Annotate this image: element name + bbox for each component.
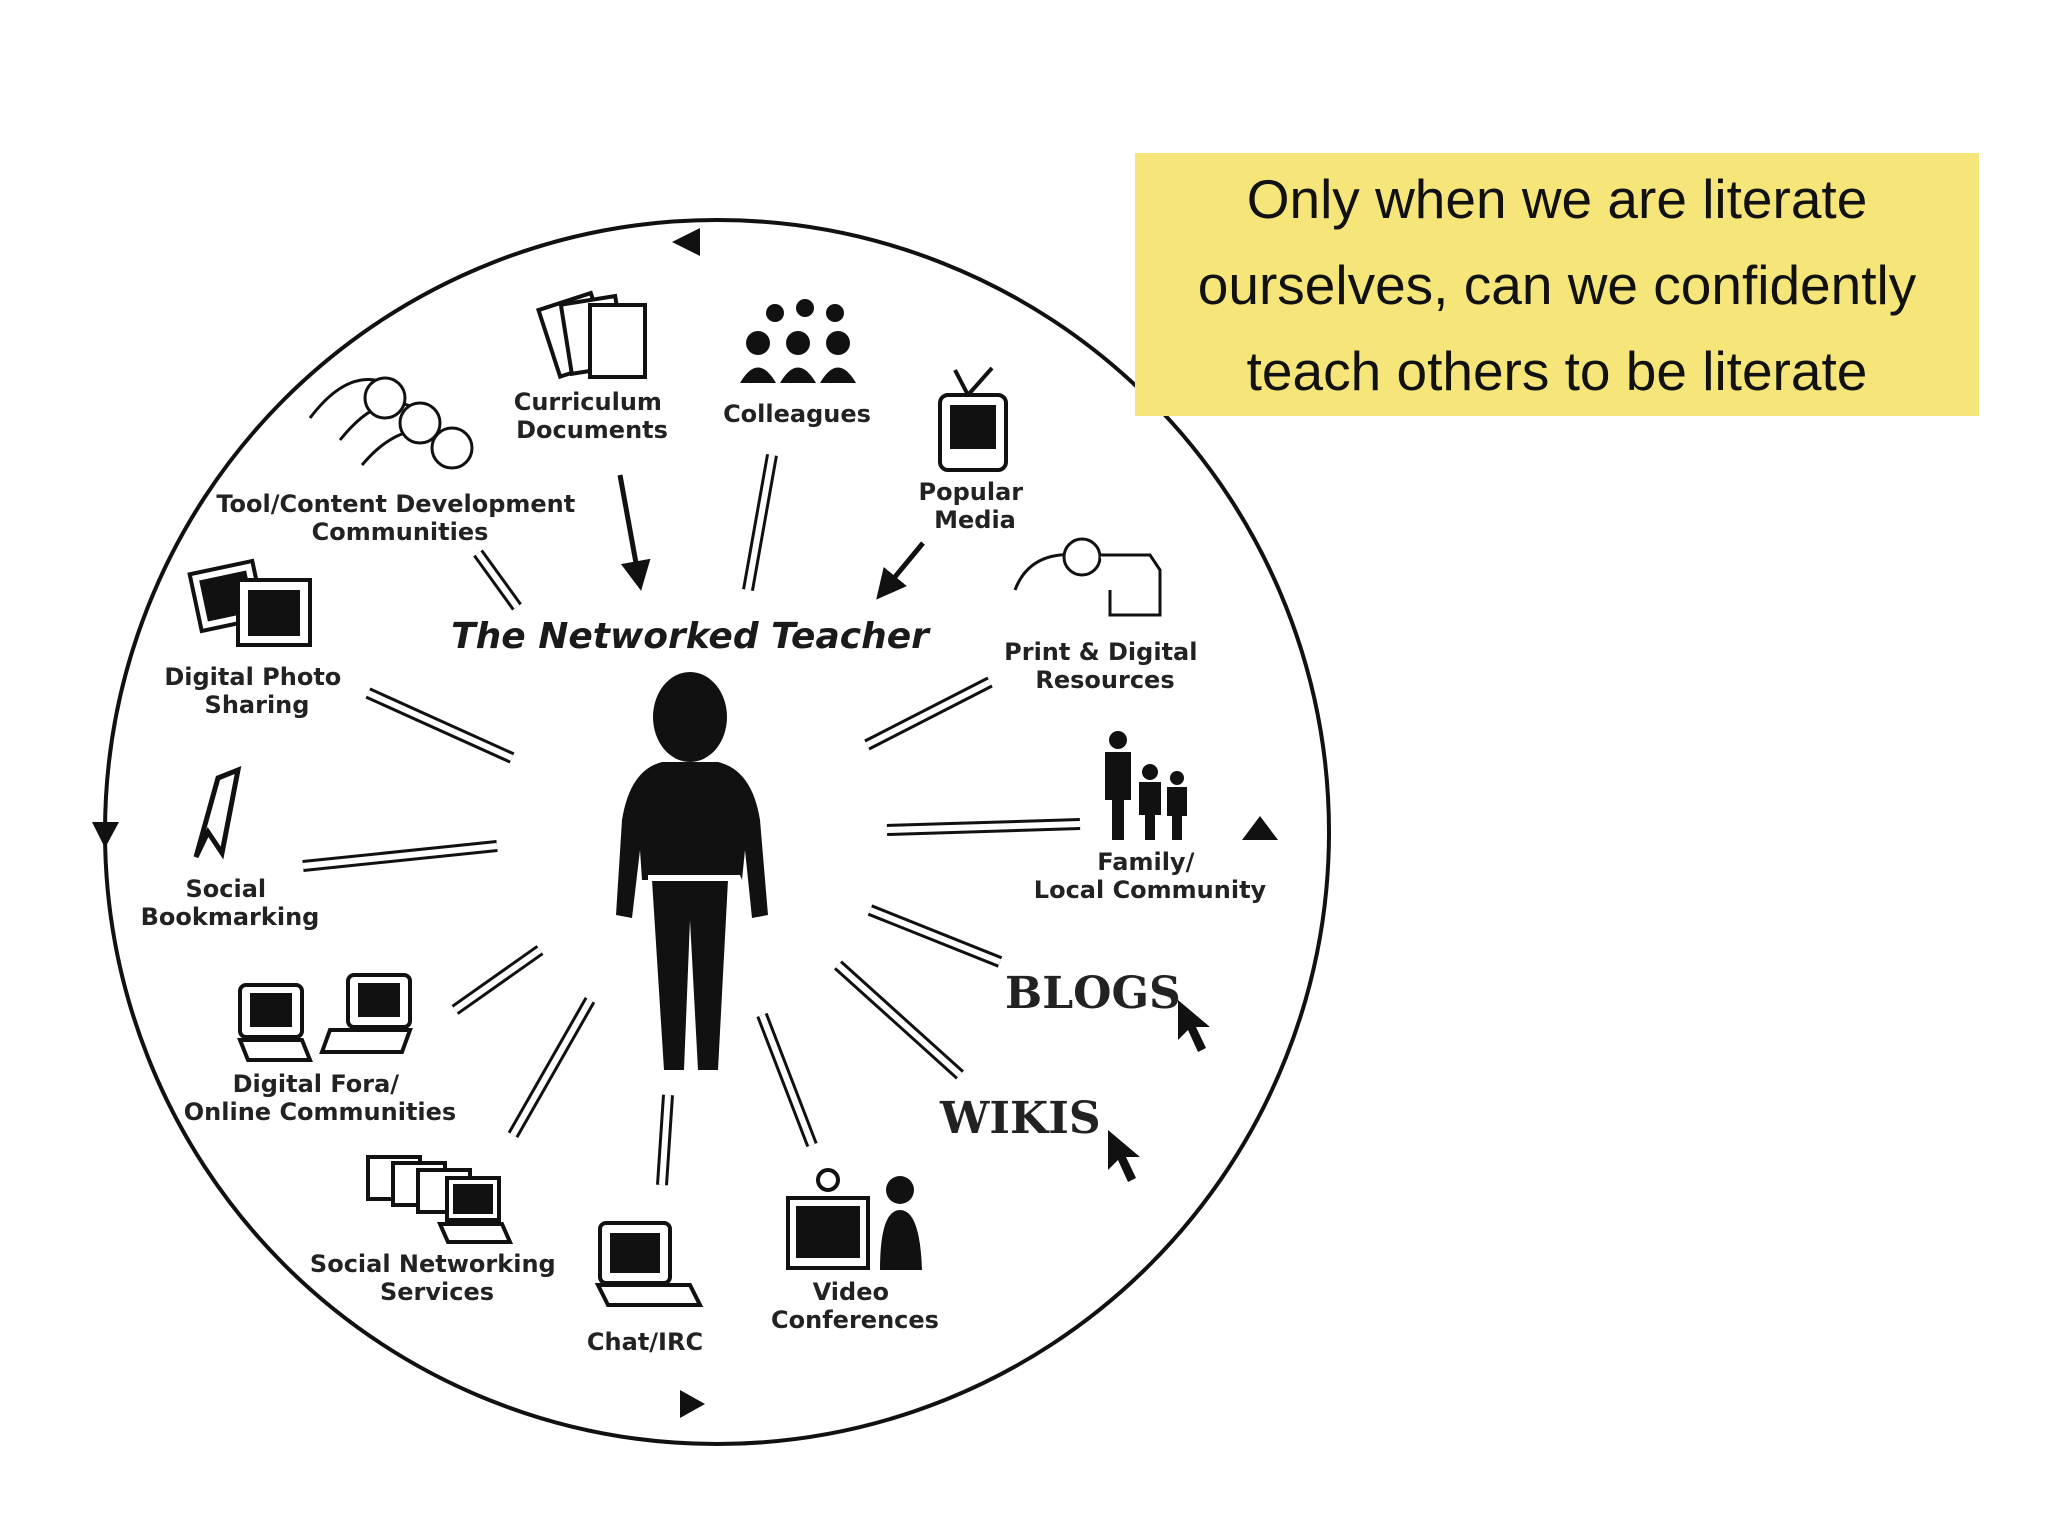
node-label-photo-sharing: Digital Photo Sharing [164,663,349,719]
video-conference-icon [786,1168,922,1270]
cycle-arrowhead-bottom [680,1390,705,1418]
colleagues-icon [740,299,856,383]
arrow-curriculum [617,474,651,591]
node-label-tool-content: Tool/Content Development Communities [216,490,583,546]
quote-line-1: Only when we are literate [1246,167,1868,230]
connector-arrows [302,453,1081,1186]
node-label-social-networking: Social Networking Services [310,1250,564,1306]
arrow-popular-media [876,541,925,600]
node-label-chat: Chat/IRC [587,1328,703,1356]
arrow-wikis [833,960,965,1080]
arrow-print-digital [864,676,993,751]
blogs-cursor-icon [1178,1000,1210,1052]
cycle-arrowhead-left [92,822,119,848]
wikis-cursor-icon [1108,1130,1140,1182]
node-label-family: Family/ Local Community [1034,848,1267,904]
documents-icon [535,290,647,380]
cycle-arrowhead-top [672,228,700,256]
node-label-video: Video Conferences [771,1278,939,1334]
diagram-title: The Networked Teacher [451,616,931,657]
photo-frames-icon [187,558,312,647]
family-icon [1105,731,1187,840]
arrow-chat [656,1094,674,1186]
laptop-chat-icon [237,973,413,1062]
node-label-curriculum: Curriculum Documents [514,388,671,444]
arrow-social-bookmarking [302,840,498,872]
node-label-digital-fora: Digital Fora/ Online Communities [184,1070,456,1126]
tv-icon [938,366,1008,472]
node-label-blogs: BLOGS [1005,968,1181,1019]
arrow-blogs [867,904,1003,968]
quote-line-3: teach others to be literate [1246,339,1868,402]
arrow-social-networking [507,997,596,1138]
node-label-wikis: WIKIS [939,1093,1101,1144]
arrow-family [886,818,1081,836]
network-document-icon [1013,537,1162,617]
network-bubbles-icon [308,376,474,470]
node-label-social-bookmarking: Social Bookmarking [141,875,320,931]
stacked-computers-icon [366,1155,514,1244]
arrow-digital-fora [451,945,544,1015]
chat-laptop-icon [594,1221,704,1307]
arrow-video [756,1012,818,1148]
bookmark-icon [193,765,242,860]
quote-line-2: ourselves, can we confidently [1197,253,1917,316]
node-label-popular-media: Popular Media [919,478,1032,534]
cycle-arrowhead-right [1242,816,1278,840]
arrow-tool-content [473,549,522,611]
teacher-figure-icon [616,672,768,1070]
quote-callout: Only when we are literate ourselves, can… [1135,153,1979,416]
arrow-colleagues [742,453,778,592]
node-label-print-digital: Print & Digital Resources [1004,638,1206,694]
arrow-photo-sharing [365,687,515,764]
node-label-colleagues: Colleagues [723,400,871,428]
